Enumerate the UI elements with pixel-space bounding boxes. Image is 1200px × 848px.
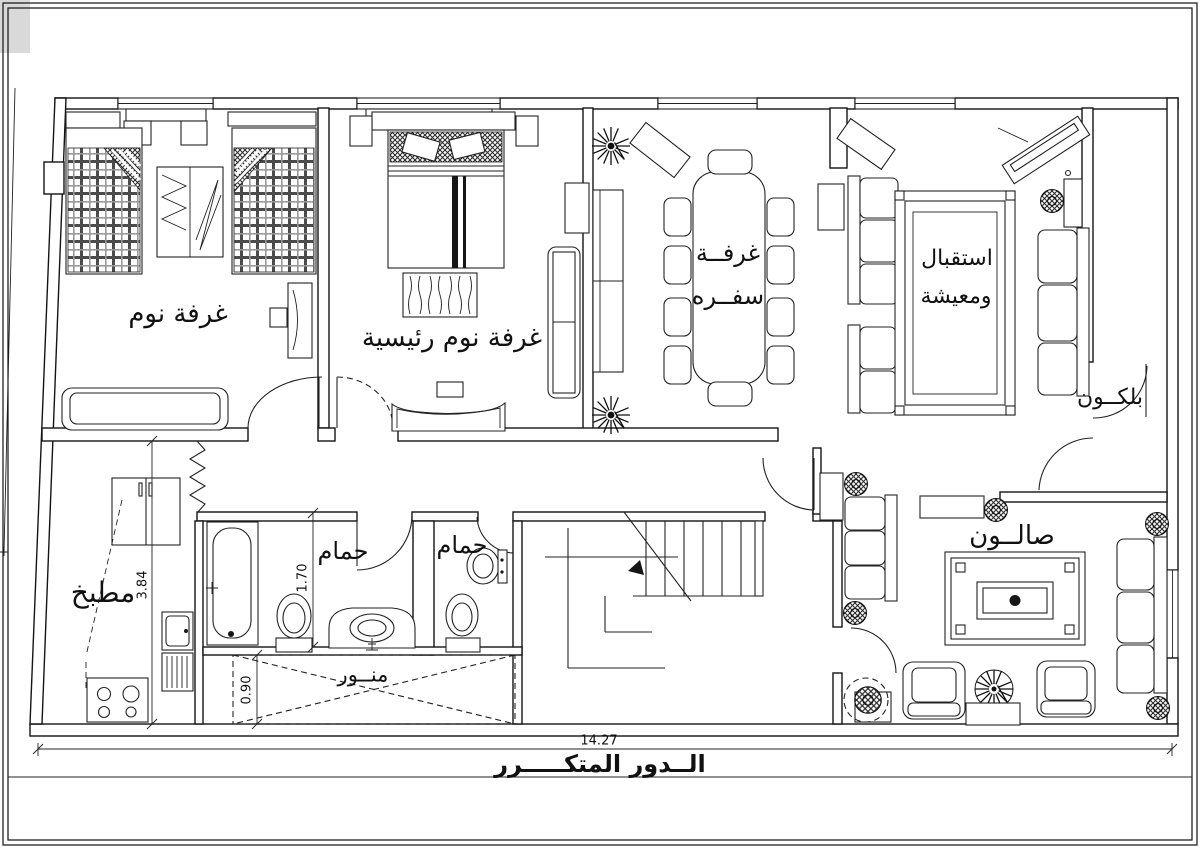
reception-furniture [817, 115, 1091, 416]
plant-round-icon [975, 670, 1013, 708]
window [117, 97, 956, 110]
dimension-lightwell-width: 0.90 [239, 675, 255, 705]
room-label-bathroom-1: حمام [317, 537, 369, 565]
plant-rosette-icon [1145, 512, 1169, 536]
plant-starburst-icon [592, 127, 630, 165]
drawing-title: الــدور المتكـــــرر [494, 750, 706, 778]
light-well [232, 654, 516, 725]
room-label-reception-line2: ومعيشة [920, 284, 992, 309]
plant-rosette-icon [1040, 189, 1064, 213]
master-bedroom-furniture [349, 108, 590, 432]
plant-rosette-icon [843, 601, 867, 625]
plant-rosette-icon [854, 686, 882, 714]
room-label-lightwell: منــور [337, 662, 389, 687]
plant-starburst-icon [592, 396, 630, 434]
plant-rosette-icon [984, 498, 1008, 522]
room-label-master-bedroom: غرفة نوم رئيسية [361, 323, 543, 353]
room-label-reception-line1: استقبال [921, 246, 993, 271]
room-label-balcony: بلكــون [1077, 385, 1143, 410]
screenshot-corner-artifact [0, 0, 30, 53]
room-label-bedroom: غرفة نوم [128, 299, 228, 329]
bathroom-fixtures [206, 521, 508, 653]
dimension-overall-width: 14.27 [580, 733, 618, 749]
walls [0, 87, 1179, 737]
plant-rosette-icon [1146, 696, 1170, 720]
hall-furniture [819, 472, 898, 723]
room-label-dining-line1: غرفــة [695, 239, 761, 267]
dining-furniture [592, 121, 795, 434]
dimension-bathroom-depth: 1.70 [295, 563, 311, 593]
dimension-lines [32, 435, 1178, 756]
plant-rosette-icon [844, 472, 868, 496]
dimension-kitchen-depth: 3.84 [135, 570, 151, 600]
room-label-dining-line2: سفــره [691, 282, 765, 310]
room-label-kitchen: مطبخ [70, 576, 136, 609]
salon-furniture [902, 495, 1170, 726]
kitchen-fixtures [85, 477, 194, 723]
staircase [545, 511, 764, 669]
room-label-salon: صالــون [969, 521, 1055, 551]
room-label-bathroom-2: حمام [436, 531, 488, 559]
tv-icon [1001, 115, 1091, 185]
bedroom-furniture [61, 108, 317, 431]
